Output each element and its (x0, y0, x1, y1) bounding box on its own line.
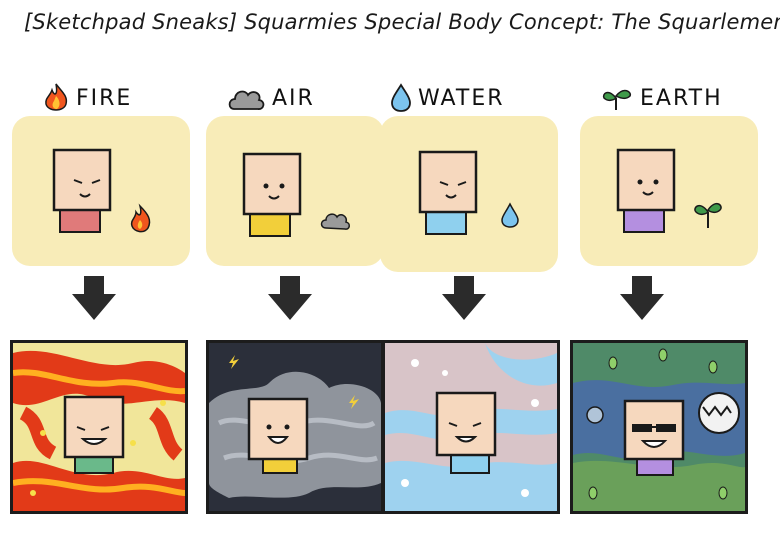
earth-label: EARTH (640, 85, 723, 111)
earth-squarmie (604, 148, 744, 252)
water-arrow-icon (440, 276, 488, 326)
earth-scene (570, 340, 748, 514)
earth-heading: EARTH (600, 80, 723, 116)
air-scene (206, 340, 384, 514)
earth-arrow-icon (618, 276, 666, 326)
air-label: AIR (272, 85, 315, 111)
fire-scene (10, 340, 188, 514)
fire-label: FIRE (76, 85, 133, 111)
flame-icon (42, 82, 70, 114)
air-heading: AIR (226, 80, 315, 116)
cloud-icon (226, 83, 266, 113)
water-drop-icon (390, 83, 412, 113)
sprout-icon (600, 84, 634, 112)
fire-arrow-icon (70, 276, 118, 326)
water-squarmie (406, 150, 546, 254)
water-heading: WATER (390, 80, 505, 116)
water-scene (382, 340, 560, 514)
air-arrow-icon (266, 276, 314, 326)
page-title: [Sketchpad Sneaks] Squarmies Special Bod… (24, 10, 780, 34)
fire-heading: FIRE (42, 80, 132, 116)
fire-squarmie (40, 148, 180, 252)
air-squarmie (230, 152, 370, 256)
water-label: WATER (418, 85, 505, 111)
